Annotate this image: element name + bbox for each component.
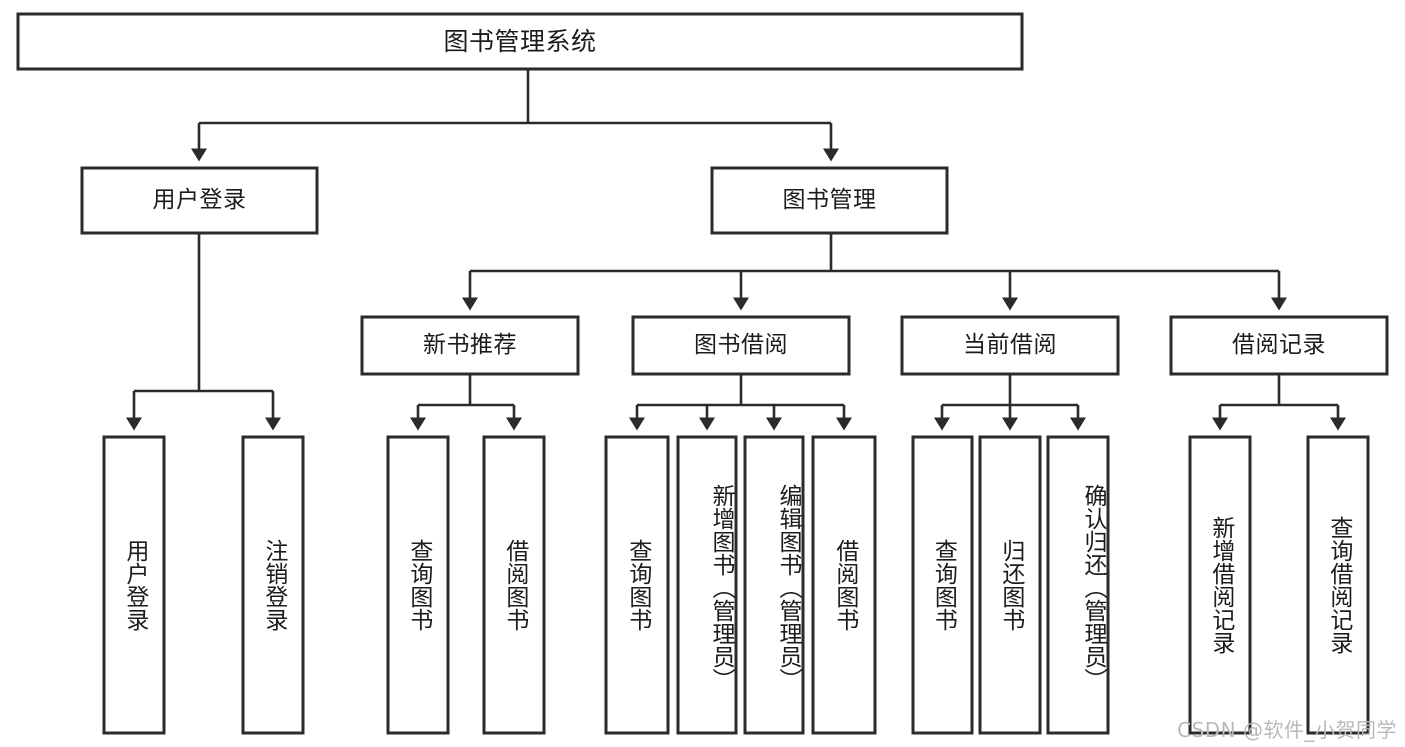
leaf-box-1[interactable] bbox=[241, 435, 305, 735]
leaf-box-2[interactable] bbox=[386, 435, 450, 735]
leaf-box-5[interactable] bbox=[676, 435, 738, 735]
level3-node-boxes bbox=[360, 315, 1389, 376]
leaf-box-7[interactable] bbox=[811, 435, 877, 735]
leaf-box-3[interactable] bbox=[482, 435, 546, 735]
leaf-box-0[interactable] bbox=[102, 435, 166, 735]
root-node-box[interactable] bbox=[16, 12, 1024, 71]
connector-borrow-to-leaves bbox=[629, 374, 852, 431]
node-box-current-borrow[interactable] bbox=[900, 315, 1120, 376]
node-box-borrow-records[interactable] bbox=[1169, 315, 1389, 376]
leaf-node-boxes bbox=[102, 435, 1370, 735]
leaf-box-4[interactable] bbox=[604, 435, 670, 735]
leaf-box-11[interactable] bbox=[1188, 435, 1252, 735]
level2-node-boxes bbox=[80, 166, 949, 235]
leaf-box-9[interactable] bbox=[978, 435, 1042, 735]
node-box-new-book-rec[interactable] bbox=[360, 315, 580, 376]
leaf-box-6[interactable] bbox=[743, 435, 805, 735]
connector-bookmgmt-to-level3 bbox=[462, 233, 1287, 311]
connector-root-to-level2 bbox=[191, 69, 839, 162]
node-box-book-borrow[interactable] bbox=[631, 315, 851, 376]
leaf-box-8[interactable] bbox=[911, 435, 974, 735]
node-box-book-management[interactable] bbox=[710, 166, 949, 235]
connector-records-to-leaves bbox=[1212, 374, 1346, 431]
connector-newbook-to-leaves bbox=[410, 374, 522, 431]
node-box-user-login[interactable] bbox=[80, 166, 319, 235]
leaf-box-12[interactable] bbox=[1306, 435, 1370, 735]
connector-current-to-leaves bbox=[934, 374, 1086, 431]
leaf-box-10[interactable] bbox=[1046, 435, 1110, 735]
connector-login-to-leaves bbox=[126, 233, 281, 431]
